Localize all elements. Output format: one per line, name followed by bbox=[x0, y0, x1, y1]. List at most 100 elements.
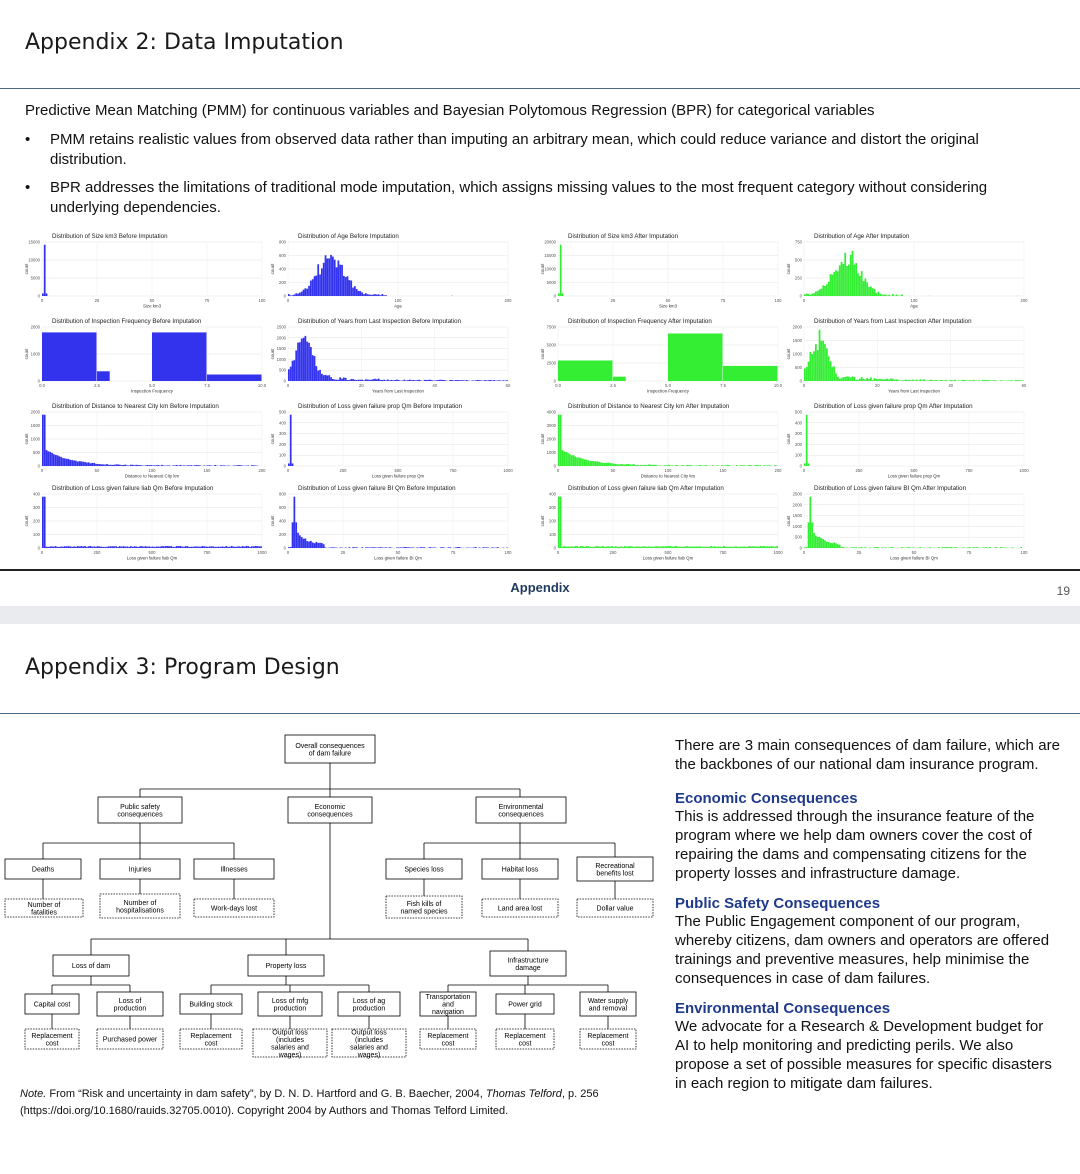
y-tick-label: 3000 bbox=[547, 423, 557, 428]
x-tick-label: 10.0 bbox=[258, 383, 267, 388]
histogram-bar bbox=[234, 546, 237, 548]
histogram-bar bbox=[197, 465, 200, 466]
histogram-bar bbox=[1018, 380, 1021, 381]
histogram-bar bbox=[657, 546, 659, 548]
y-tick-label: 500 bbox=[795, 410, 803, 415]
tree-node-label: salaries and bbox=[350, 1044, 388, 1051]
histogram-bar bbox=[348, 379, 351, 381]
chart-title: Distribution of Years from Last Inspecti… bbox=[298, 318, 462, 325]
note-publisher: Thomas Telford bbox=[485, 1088, 562, 1100]
histogram-bar bbox=[842, 547, 845, 548]
histogram-bar bbox=[649, 464, 652, 466]
histogram-bar bbox=[963, 547, 966, 548]
y-tick-label: 1000 bbox=[547, 450, 557, 455]
histogram-bar bbox=[225, 545, 228, 548]
histogram-bar bbox=[47, 546, 50, 548]
citation-note: Note. From “Risk and uncertainty in dam … bbox=[20, 1086, 670, 1120]
histogram-bar bbox=[321, 268, 323, 296]
histogram-bar bbox=[82, 546, 85, 548]
histogram-bar bbox=[458, 547, 461, 548]
histogram-bar bbox=[42, 414, 44, 466]
histogram-bar bbox=[436, 380, 439, 381]
x-tick-label: 10.0 bbox=[774, 383, 783, 388]
histogram-bar bbox=[807, 361, 810, 381]
histogram-bar bbox=[60, 456, 63, 466]
x-axis-label: Loss given failure prop Qm bbox=[372, 474, 425, 479]
histogram-bar bbox=[976, 547, 979, 548]
histogram-bar bbox=[141, 546, 143, 548]
histogram-svg: Distribution of Size km3 After Imputatio… bbox=[540, 233, 782, 309]
histogram-bar bbox=[197, 546, 200, 548]
histogram-bar bbox=[420, 547, 422, 548]
histogram-bar bbox=[635, 465, 637, 466]
note-text: From “Risk and uncertainty in dam safety… bbox=[46, 1088, 486, 1100]
x-tick-label: 100 bbox=[149, 468, 157, 473]
histogram-bar bbox=[260, 546, 262, 548]
histogram-bar bbox=[97, 463, 99, 466]
histogram-bar bbox=[339, 264, 342, 296]
histogram-bar bbox=[109, 464, 112, 466]
histogram-bar bbox=[835, 373, 837, 381]
histogram-bar bbox=[849, 377, 852, 381]
histogram-bar bbox=[598, 546, 601, 548]
x-tick-label: 100 bbox=[1021, 550, 1029, 555]
histogram-bar bbox=[875, 378, 878, 381]
histogram-bar bbox=[98, 464, 101, 466]
histogram-bar bbox=[192, 546, 195, 548]
x-tick-label: 150 bbox=[720, 468, 728, 473]
histogram-bar bbox=[152, 465, 154, 466]
histogram-bar bbox=[1014, 380, 1017, 381]
histogram-bar bbox=[53, 454, 55, 466]
y-tick-label: 100 bbox=[33, 532, 41, 537]
y-axis-label: count bbox=[540, 263, 545, 275]
histogram-bar bbox=[591, 460, 593, 466]
histogram-bar bbox=[310, 280, 312, 296]
histogram-bar bbox=[291, 463, 294, 466]
histogram-bar bbox=[115, 464, 118, 466]
histogram-bar bbox=[811, 522, 814, 548]
histogram-bar bbox=[188, 465, 191, 466]
histogram-bar bbox=[179, 464, 182, 466]
y-tick-label: 2000 bbox=[31, 410, 41, 415]
histogram-bar bbox=[289, 295, 292, 296]
tree-node-label: Land area lost bbox=[498, 906, 542, 913]
histogram-bar bbox=[249, 546, 251, 548]
histogram-bar bbox=[857, 379, 859, 381]
histogram-bar bbox=[315, 541, 318, 548]
histogram-bar bbox=[78, 461, 81, 466]
histogram-bar bbox=[646, 546, 648, 548]
histogram-bar bbox=[710, 545, 712, 548]
histogram-bar bbox=[752, 546, 755, 548]
histogram-bar bbox=[875, 293, 878, 296]
histogram-bar bbox=[45, 546, 48, 548]
tree-node-label: (includes bbox=[355, 1037, 384, 1044]
histogram-bar bbox=[207, 465, 209, 466]
y-tick-label: 2500 bbox=[793, 492, 803, 497]
histogram-bar bbox=[745, 546, 747, 548]
x-tick-label: 50 bbox=[912, 550, 917, 555]
histogram-bar bbox=[97, 546, 99, 548]
x-tick-label: 0 bbox=[557, 550, 560, 555]
histogram-bar bbox=[251, 465, 253, 466]
histogram-bar bbox=[153, 465, 156, 466]
histogram-bar bbox=[80, 546, 83, 548]
histogram-bar bbox=[820, 538, 823, 548]
histogram-bar bbox=[1016, 380, 1019, 381]
histogram-bar bbox=[440, 379, 442, 381]
histogram-bar bbox=[366, 294, 369, 296]
histogram-bar bbox=[405, 380, 408, 381]
histogram-bar bbox=[741, 546, 744, 548]
histogram-bar bbox=[581, 458, 584, 466]
histogram-bar bbox=[651, 546, 654, 548]
y-tick-label: 100 bbox=[795, 453, 803, 458]
histogram-bar bbox=[580, 546, 582, 548]
histogram-bar bbox=[895, 294, 898, 296]
histogram-bar bbox=[458, 380, 461, 381]
histogram-bar bbox=[682, 546, 685, 548]
histogram-bar bbox=[418, 379, 420, 381]
section-heading: Public Safety Consequences bbox=[675, 895, 881, 912]
histogram-bar bbox=[811, 354, 814, 381]
histogram-bar bbox=[443, 380, 446, 381]
